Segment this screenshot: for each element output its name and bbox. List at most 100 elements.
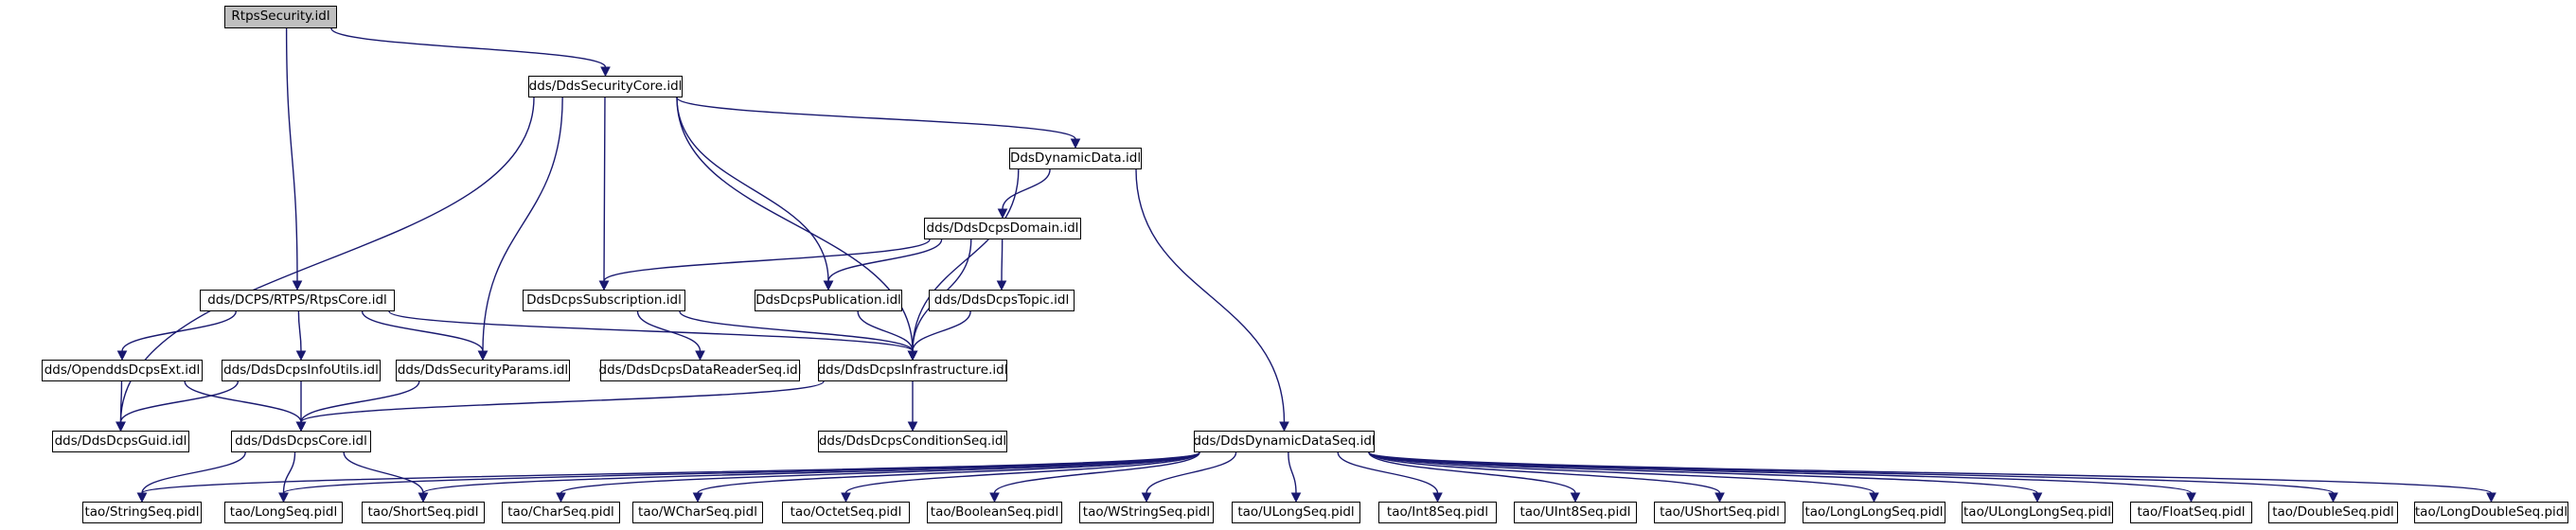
arrowhead-infrastructure-to-dcpscore [295, 421, 307, 433]
node-dds-ddssecurityparams-idl[interactable]: dds/DdsSecurityParams.idl [396, 360, 570, 381]
edge-dynamicdata-to-domain [1002, 168, 1051, 210]
node-dds-ddsdcpsdomain-idl[interactable]: dds/DdsDcpsDomain.idl [924, 218, 1081, 239]
edge-infoutils-to-guid [119, 380, 240, 423]
edge-dcpscore-to-stringseq [141, 451, 246, 494]
arrowhead-dynamicdataseq-to-booleanseq [989, 492, 1000, 504]
arrowhead-dynamicdataseq-to-ulongseq [1290, 492, 1302, 504]
node-dds-ddsdcpscore-idl[interactable]: dds/DdsDcpsCore.idl [231, 431, 371, 452]
edge-domain-to-topic [1001, 238, 1004, 282]
node-tao-uint8seq-pidl[interactable]: tao/UInt8Seq.pidl [1514, 502, 1637, 523]
edge-dynamicdataseq-to-ulonglongseq [1368, 451, 2038, 494]
node-dds-ddsdcpstopic-idl[interactable]: dds/DdsDcpsTopic.idl [929, 290, 1075, 311]
edge-dynamicdataseq-to-longdoubleseq [1368, 451, 2493, 494]
arrowhead-infoutils-to-guid [115, 421, 126, 433]
node-ddsdcpspublication-idl[interactable]: DdsDcpsPublication.idl [755, 290, 902, 311]
node-tao-longdoubleseq-pidl[interactable]: tao/LongDoubleSeq.pidl [2414, 502, 2568, 523]
arrowhead-dynamicdataseq-to-longdoubleseq [2486, 492, 2496, 504]
arrowhead-dynamicdata-to-dynamicdataseq [1279, 421, 1289, 433]
edge-dynamicdataseq-to-uint8seq [1368, 451, 1576, 494]
node-tao-longlongseq-pidl[interactable]: tao/LongLongSeq.pidl [1803, 502, 1945, 523]
arrowhead-dynamicdataseq-to-longseq [278, 492, 289, 504]
arrowhead-rtpscore-to-securityparams [477, 350, 489, 362]
node-dds-ddsdcpsinfoutils-idl[interactable]: dds/DdsDcpsInfoUtils.idl [222, 360, 381, 381]
arrowhead-dynamicdataseq-to-shortseq [417, 492, 429, 504]
edge-rtpscore-to-securityparams [361, 310, 484, 352]
node-dds-ddsdcpsdatareaderseq-idl[interactable]: dds/DdsDcpsDataReaderSeq.idl [599, 360, 801, 381]
arrowhead-dynamicdataseq-to-octetseq [841, 492, 851, 504]
arrowhead-domain-to-subscription [598, 280, 610, 292]
edge-infrastructure-to-dcpscore [300, 380, 825, 423]
node-dds-ddsdcpsinfrastructure-idl[interactable]: dds/DdsDcpsInfrastructure.idl [818, 360, 1007, 381]
arrowhead-dynamicdataseq-to-wcharseq [692, 492, 703, 504]
node-dds-openddsdcpsext-idl[interactable]: dds/OpenddsDcpsExt.idl [42, 360, 203, 381]
node-dds-ddsdynamicdataseq-idl[interactable]: dds/DdsDynamicDataSeq.idl [1193, 431, 1376, 452]
edge-dynamicdataseq-to-ushortseq [1368, 451, 1721, 494]
edge-dynamicdataseq-to-longseq [282, 451, 1200, 494]
node-dds-ddsdcpsguid-idl[interactable]: dds/DdsDcpsGuid.idl [52, 431, 189, 452]
edge-dynamicdataseq-to-longlongseq [1368, 451, 1875, 494]
arrowhead-dynamicdataseq-to-doubleseq [2328, 492, 2338, 504]
node-tao-floatseq-pidl[interactable]: tao/FloatSeq.pidl [2130, 502, 2252, 523]
arrowhead-dynamicdataseq-to-longlongseq [1869, 492, 1879, 504]
edge-rtpscore-to-infrastructure [388, 310, 914, 352]
arrowhead-topic-to-infrastructure [907, 350, 918, 362]
node-dds-ddsdcpsconditionseq-idl[interactable]: dds/DdsDcpsConditionSeq.idl [818, 431, 1007, 452]
edge-subscription-to-datareaderseq [636, 310, 702, 352]
arrowhead-dynamicdata-to-domain [997, 208, 1008, 220]
edge-dynamicdataseq-to-octetseq [844, 451, 1200, 494]
edge-securitycore-to-publication [676, 97, 829, 282]
arrowhead-dynamicdataseq-to-floatseq [2186, 492, 2196, 504]
edge-dynamicdataseq-to-stringseq [141, 451, 1200, 494]
node-ddsdynamicdata-idl[interactable]: DdsDynamicData.idl [1009, 148, 1142, 169]
edge-opendddsext-to-dcpscore [184, 380, 302, 423]
edge-dynamicdataseq-to-charseq [560, 451, 1200, 494]
edge-dynamicdataseq-to-wcharseq [697, 451, 1200, 494]
node-dds-dcps-rtps-rtpscore-idl[interactable]: dds/DCPS/RTPS/RtpsCore.idl [200, 290, 395, 311]
edge-dynamicdata-to-infrastructure [912, 168, 1020, 352]
arrowhead-infrastructure-to-conditionseq [907, 421, 918, 433]
edge-securitycore-to-infrastructure [676, 97, 914, 352]
arrowhead-dynamicdataseq-to-wstringseq [1141, 492, 1152, 504]
node-tao-booleanseq-pidl[interactable]: tao/BooleanSeq.pidl [927, 502, 1062, 523]
edge-domain-to-publication [827, 238, 943, 282]
node-rtpssecurity-idl: RtpsSecurity.idl [224, 6, 337, 28]
arrowhead-domain-to-publication [823, 280, 834, 292]
node-tao-octetseq-pidl[interactable]: tao/OctetSeq.pidl [782, 502, 910, 523]
node-tao-doubleseq-pidl[interactable]: tao/DoubleSeq.pidl [2268, 502, 2398, 523]
edge-dynamicdataseq-to-wstringseq [1146, 451, 1237, 494]
arrowhead-dynamicdataseq-to-stringseq [136, 492, 148, 504]
node-tao-shortseq-pidl[interactable]: tao/ShortSeq.pidl [362, 502, 485, 523]
edge-rtpssecurity-to-securitycore [330, 27, 607, 68]
edge-rtpscore-to-opendddsext [121, 310, 237, 352]
node-tao-ulonglongseq-pidl[interactable]: tao/ULongLongSeq.pidl [1962, 502, 2113, 523]
edge-dcpscore-to-shortseq [343, 451, 424, 494]
arrowhead-dynamicdataseq-to-ushortseq [1714, 492, 1725, 504]
arrowhead-rtpssecurity-to-rtpscore [292, 280, 303, 292]
edge-dynamicdataseq-to-booleanseq [993, 451, 1200, 494]
arrowhead-subscription-to-datareaderseq [695, 350, 705, 362]
arrowhead-rtpscore-to-opendddsext [116, 350, 128, 362]
node-tao-int8seq-pidl[interactable]: tao/Int8Seq.pidl [1378, 502, 1497, 523]
arrowhead-dynamicdataseq-to-uint8seq [1570, 492, 1581, 504]
node-tao-ushortseq-pidl[interactable]: tao/UShortSeq.pidl [1654, 502, 1785, 523]
node-tao-longseq-pidl[interactable]: tao/LongSeq.pidl [224, 502, 343, 523]
arrowhead-dynamicdataseq-to-charseq [556, 492, 566, 504]
edge-topic-to-infrastructure [912, 310, 971, 352]
node-ddsdcpssubscription-idl[interactable]: DdsDcpsSubscription.idl [523, 290, 685, 311]
edge-publication-to-infrastructure [857, 310, 914, 352]
edge-securitycore-to-securityparams [482, 97, 563, 352]
edge-opendddsext-to-guid [119, 380, 123, 423]
node-tao-wcharseq-pidl[interactable]: tao/WCharSeq.pidl [632, 502, 763, 523]
edge-dynamicdataseq-to-int8seq [1337, 451, 1439, 494]
node-tao-charseq-pidl[interactable]: tao/CharSeq.pidl [502, 502, 620, 523]
node-tao-stringseq-pidl[interactable]: tao/StringSeq.pidl [82, 502, 202, 523]
node-tao-wstringseq-pidl[interactable]: tao/WStringSeq.pidl [1079, 502, 1214, 523]
edge-dynamicdataseq-to-doubleseq [1368, 451, 2335, 494]
node-tao-ulongseq-pidl[interactable]: tao/ULongSeq.pidl [1232, 502, 1360, 523]
node-dds-ddssecuritycore-idl[interactable]: dds/DdsSecurityCore.idl [528, 76, 683, 97]
edge-dcpscore-to-longseq [282, 451, 296, 494]
edge-dynamicdataseq-to-ulongseq [1288, 451, 1297, 494]
edge-dynamicdata-to-dynamicdataseq [1135, 168, 1286, 423]
